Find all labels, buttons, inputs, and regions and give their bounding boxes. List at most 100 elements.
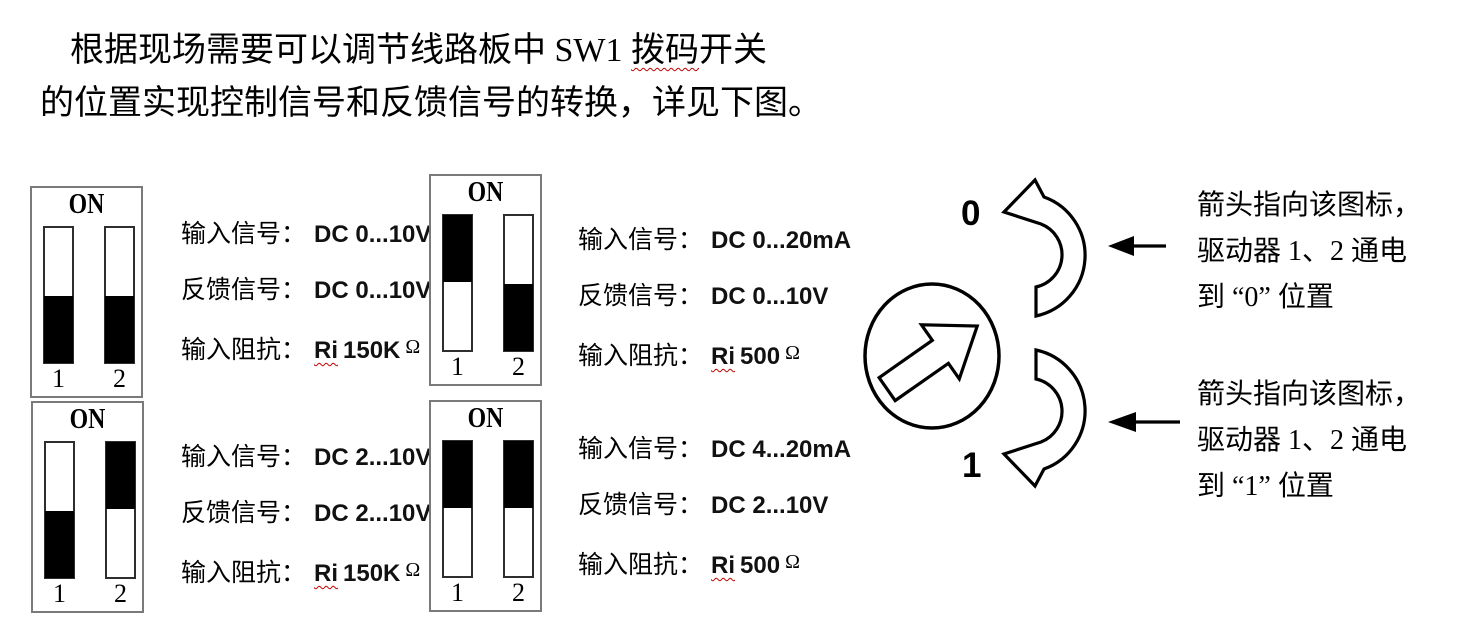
- ri-token: Ri: [711, 343, 736, 370]
- label-row: 反馈信号： DC 2...10V: [181, 499, 431, 529]
- note-line: 箭头指向该图标，: [1197, 190, 1422, 221]
- row-value: 500: [740, 343, 781, 370]
- dip-slot-2: [104, 226, 135, 364]
- row-value: 500: [740, 552, 781, 579]
- row-label: 反馈信号：: [578, 492, 704, 519]
- label-row: 输入信号： DC 2...10V: [181, 443, 431, 473]
- row-value: DC 0...10V: [314, 277, 432, 304]
- note-line: 到 “0” 位置: [1197, 282, 1334, 313]
- row-value: DC 4...20mA: [711, 436, 852, 463]
- row-value: DC 2...10V: [711, 492, 829, 519]
- row-label: 输入阻抗：: [181, 560, 307, 587]
- omega-symbol: Ω: [785, 342, 800, 364]
- dip-knob: [45, 511, 74, 578]
- dip-slot-2: [503, 440, 534, 578]
- label-row: 输入信号： DC 4...20mA: [578, 435, 851, 465]
- dip-slot-2: [503, 214, 534, 352]
- dip-knob: [504, 284, 533, 351]
- dip-number-1: 1: [451, 352, 464, 381]
- on-label: ON: [467, 177, 504, 208]
- note-line: 箭头指向该图标，: [1197, 379, 1422, 410]
- dip-number-1: 1: [52, 364, 65, 393]
- omega-symbol: Ω: [405, 559, 421, 581]
- intro-line-2: 的位置实现控制信号和反馈信号的转换，详见下图。: [40, 85, 822, 122]
- dip-slot-1: [43, 226, 74, 364]
- row-label: 输入阻抗：: [578, 552, 704, 579]
- note-line: 驱动器 1、2 通电: [1197, 425, 1408, 456]
- dip-number-1: 1: [451, 578, 464, 607]
- dip-slot-1: [442, 214, 473, 352]
- row-value: 150K: [343, 337, 401, 364]
- label-row: 反馈信号： DC 0...10V: [578, 282, 851, 312]
- dip-switch-diagram-2: ON 1 2: [429, 174, 542, 386]
- row-value: DC 0...10V: [711, 283, 829, 310]
- dip-knob: [106, 442, 135, 509]
- row-label: 反馈信号：: [181, 500, 307, 527]
- on-label: ON: [69, 404, 106, 435]
- on-label: ON: [467, 403, 504, 434]
- row-value: DC 2...10V: [314, 500, 432, 527]
- dip-knob: [44, 296, 73, 363]
- dip-switch-diagram-1: ON 1 2: [30, 186, 143, 398]
- ri-token: Ri: [314, 560, 339, 587]
- note-position-1: 箭头指向该图标， 驱动器 1、2 通电 到 “1” 位置: [1197, 372, 1421, 510]
- intro-line1-pre: 根据现场需要可以调节线路板中 SW1: [70, 32, 631, 69]
- dip-knob: [443, 441, 472, 508]
- row-value: DC 2...10V: [314, 444, 432, 471]
- label-row: 反馈信号： DC 0...10V: [181, 276, 431, 306]
- ri-token: Ri: [711, 552, 736, 579]
- row-value: DC 0...10V: [314, 221, 432, 248]
- dip-number-2: 2: [512, 578, 525, 607]
- dip-labels-4: 输入信号： DC 4...20mA 反馈信号： DC 2...10V 输入阻抗： Ri…: [578, 435, 851, 603]
- note-pointer-arrow-1-icon: [1108, 412, 1180, 432]
- dip-number-2: 2: [512, 352, 525, 381]
- intro-line-1: 根据现场需要可以调节线路板中 SW1 拨码开关: [40, 24, 822, 77]
- intro-line1-post: 开关: [699, 32, 767, 69]
- on-label: ON: [68, 189, 105, 220]
- dip-labels-2: 输入信号： DC 0...20mA 反馈信号： DC 0...10V 输入阻抗： Ri…: [578, 226, 851, 394]
- dip-switch-diagram-3: ON 1 2: [31, 401, 144, 613]
- dip-slot-2: [105, 441, 136, 579]
- note-pointer-arrow-0-icon: [1108, 236, 1166, 256]
- ri-token: Ri: [314, 337, 339, 364]
- dip-slot-1: [442, 440, 473, 578]
- dip-number-2: 2: [113, 364, 126, 393]
- intro-line1-spellcheck-word: 拨码: [631, 32, 699, 69]
- row-label: 输入信号：: [181, 221, 307, 248]
- label-row: 输入信号： DC 0...10V: [181, 220, 431, 250]
- dip-knob: [443, 215, 472, 282]
- note-position-0: 箭头指向该图标， 驱动器 1、2 通电 到 “0” 位置: [1197, 183, 1421, 321]
- omega-symbol: Ω: [405, 336, 421, 358]
- position-0-label: 0: [961, 194, 981, 233]
- intro-paragraph: 根据现场需要可以调节线路板中 SW1 拨码开关 的位置实现控制信号和反馈信号的转…: [40, 24, 822, 130]
- row-value: 150K: [343, 560, 401, 587]
- dip-knob: [105, 296, 134, 363]
- position-1-label: 1: [962, 446, 982, 485]
- row-label: 反馈信号：: [181, 277, 307, 304]
- omega-symbol: Ω: [785, 551, 800, 573]
- row-label: 输入信号：: [578, 436, 704, 463]
- row-label: 输入信号：: [578, 227, 704, 254]
- row-value: DC 0...20mA: [711, 227, 852, 254]
- label-row: 输入信号： DC 0...20mA: [578, 226, 851, 256]
- curved-arrow-to-1-icon: [1001, 348, 1087, 489]
- row-label: 反馈信号：: [578, 283, 704, 310]
- label-row: 反馈信号： DC 2...10V: [578, 491, 851, 521]
- note-line: 到 “1” 位置: [1197, 471, 1334, 502]
- row-label: 输入信号：: [181, 444, 307, 471]
- row-label: 输入阻抗：: [578, 343, 704, 370]
- dip-switch-diagram-4: ON 1 2: [429, 400, 542, 612]
- dip-knob: [504, 441, 533, 508]
- dip-slot-1: [44, 441, 75, 579]
- curved-arrow-to-0-icon: [1001, 177, 1087, 318]
- note-line: 驱动器 1、2 通电: [1197, 236, 1408, 267]
- dip-number-1: 1: [53, 579, 66, 608]
- knob-pointer-arrow-icon: [876, 323, 980, 403]
